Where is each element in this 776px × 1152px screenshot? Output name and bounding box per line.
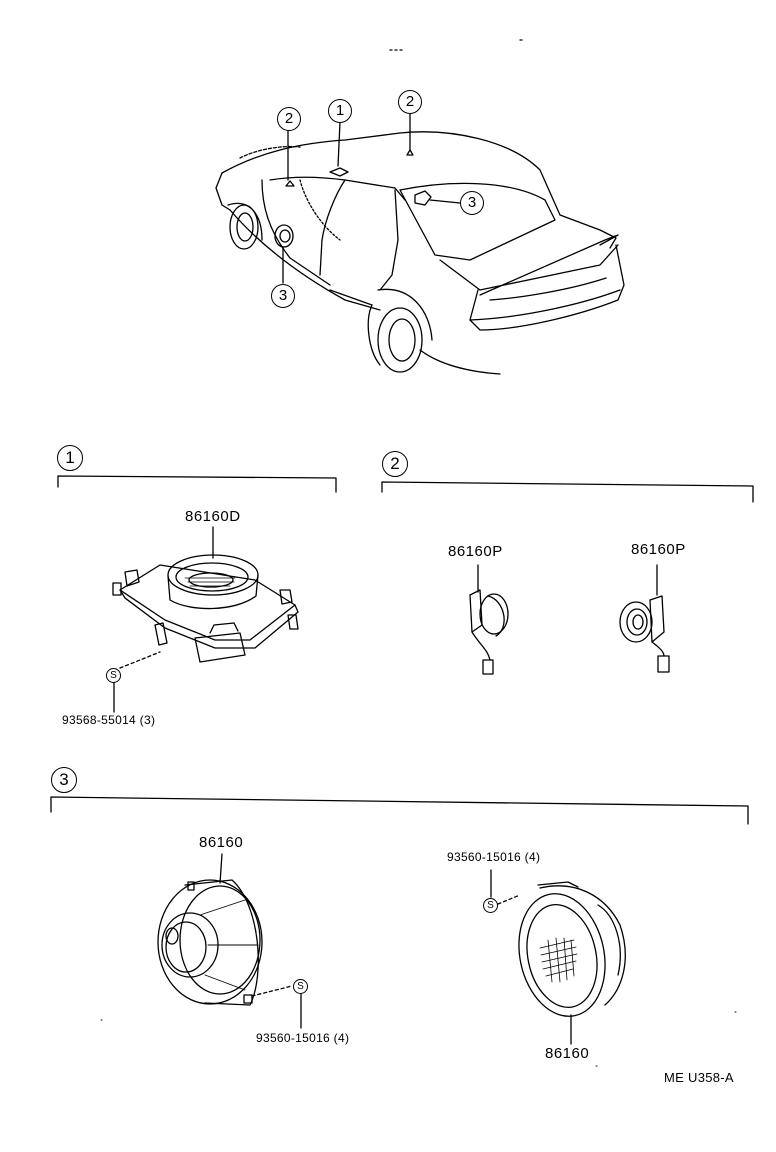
group-3-number: 3	[51, 767, 77, 793]
callout-2-right: 2	[398, 90, 422, 114]
car-illustration	[215, 39, 625, 375]
part-label-86160p-right: 86160P	[631, 541, 686, 558]
part-label-93560-15016-right: 93560-15016 (4)	[447, 850, 541, 864]
speaker-left-rear-drawing	[157, 853, 302, 1029]
part-label-86160-left: 86160	[199, 834, 244, 851]
speaker-86160d-drawing	[112, 526, 299, 713]
part-label-86160-right: 86160	[545, 1045, 590, 1062]
speaker-right-rear-drawing	[490, 869, 626, 1045]
scan-specks	[100, 1011, 737, 1067]
group-1-number: 1	[57, 445, 83, 471]
screw-symbol-g3-right: S	[483, 898, 498, 913]
callout-2-left: 2	[277, 107, 301, 131]
callout-3-left: 3	[271, 284, 295, 308]
screw-symbol-g1: S	[106, 668, 121, 683]
part-label-86160p-left: 86160P	[448, 543, 503, 560]
tweeter-right-drawing	[619, 564, 670, 673]
screw-symbol-g3-left: S	[293, 979, 308, 994]
callout-1: 1	[328, 99, 352, 123]
part-label-86160d: 86160D	[185, 508, 241, 525]
group-1-bracket	[57, 475, 337, 493]
tweeter-left-drawing	[469, 564, 509, 675]
part-label-93568-55014: 93568-55014 (3)	[62, 713, 156, 727]
group-3-bracket	[50, 796, 749, 825]
callout-3-right: 3	[460, 191, 484, 215]
part-label-93560-15016-left: 93560-15016 (4)	[256, 1031, 350, 1045]
diagram-code: ME U358-A	[664, 1070, 734, 1085]
group-2-bracket	[381, 481, 754, 503]
group-2-number: 2	[382, 451, 408, 477]
